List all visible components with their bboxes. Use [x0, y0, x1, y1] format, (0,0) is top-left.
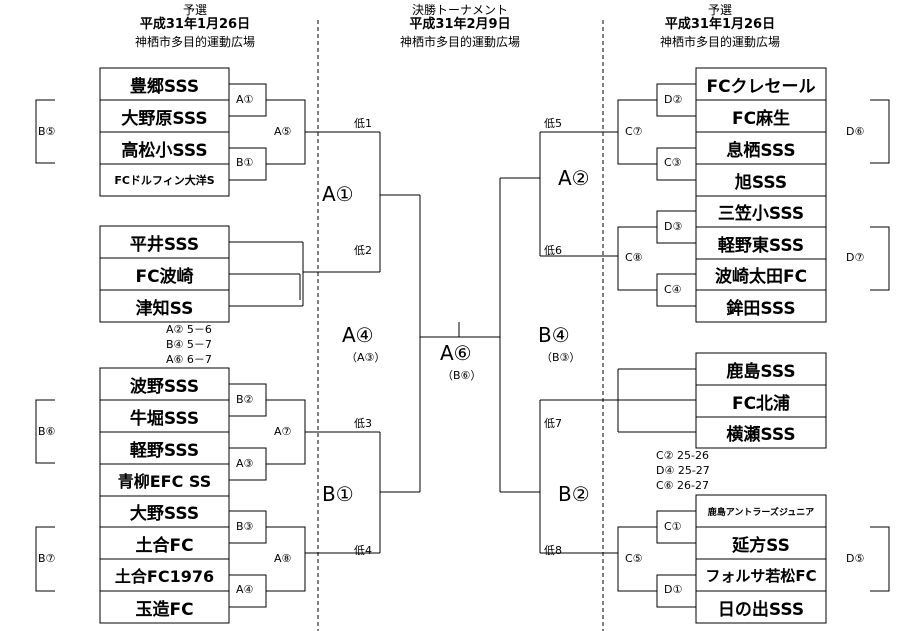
game-sub-label: （A③） [346, 351, 386, 364]
team-name: 大野SSS [129, 504, 200, 524]
team-name: 土合FC [135, 535, 194, 556]
match-label: D② [664, 93, 683, 106]
seed-label: 低3 [354, 417, 372, 430]
team-name: FC北浦 [731, 393, 791, 414]
match-label: A⑧ [274, 552, 292, 565]
round-robin-entry: C⑥ 26-27 [656, 479, 710, 492]
match-label: C④ [664, 283, 682, 296]
team-name: 大野原SSS [121, 108, 208, 129]
round-robin-entry: A⑥ 6－7 [166, 353, 212, 366]
seed-label: 低7 [544, 417, 562, 430]
match-label: D① [664, 583, 683, 596]
center-header-venue: 神栖市多目的運動広場 [399, 35, 520, 49]
match-label: B① [236, 156, 254, 169]
team-name: 軽野SSS [129, 440, 200, 461]
team-name: 高松小SSS [121, 140, 208, 161]
game-sub-label: （B③） [541, 351, 581, 364]
game-sub-label: （B⑥） [442, 369, 482, 382]
team-name: 青柳EFC SS [117, 472, 212, 491]
team-name: 牛堀SSS [129, 408, 200, 429]
team-name: 延方SS [732, 535, 790, 556]
team-name: 三笠小SSS [717, 204, 805, 224]
team-name: 軽野東SSS [717, 235, 805, 256]
team-name: FC波崎 [135, 266, 194, 287]
game-label: B② [558, 482, 590, 506]
match-label: A⑤ [274, 125, 292, 138]
team-name: 息栖SSS [726, 140, 796, 161]
game-label: A④ [342, 323, 374, 347]
match-label: B② [236, 393, 254, 406]
team-name: 旭SSS [734, 172, 788, 193]
team-name: 波崎太田FC [714, 267, 808, 287]
game-label: A⑥ [440, 341, 472, 365]
match-label: A③ [236, 457, 254, 470]
team-name: フォルサ若松FC [705, 566, 817, 585]
match-label: C① [664, 520, 682, 533]
side-ref: D⑦ [846, 251, 865, 264]
match-label: D③ [664, 220, 683, 233]
side-ref: B⑤ [38, 125, 56, 138]
team-name: 豊郷SSS [129, 76, 200, 97]
seed-label: 低6 [544, 244, 562, 257]
match-label: C⑧ [625, 251, 643, 264]
team-name: 波野SSS [129, 376, 200, 397]
seed-label: 低4 [354, 544, 372, 557]
team-name: 津知SS [135, 298, 194, 319]
right-header-venue: 神栖市多目的運動広場 [659, 35, 780, 49]
team-name: 鹿島SSS [726, 361, 796, 382]
match-label: C③ [664, 156, 682, 169]
match-label: A① [236, 93, 254, 106]
team-name: 平井SSS [129, 234, 200, 255]
team-name: 土合FC1976 [114, 567, 215, 586]
team-name: 鉾田SSS [726, 298, 796, 319]
team-name: FCクレセール [706, 76, 816, 97]
round-robin-entry: C② 25-26 [656, 449, 710, 462]
left-header-venue: 神栖市多目的運動広場 [134, 35, 255, 49]
side-ref: D⑥ [846, 125, 865, 138]
seed-label: 低1 [354, 117, 372, 130]
side-ref: B⑦ [38, 552, 56, 565]
seed-label: 低2 [354, 244, 372, 257]
round-robin-entry: B④ 5－7 [166, 338, 212, 351]
right-header-date: 平成31年1月26日 [664, 17, 776, 32]
seed-label: 低8 [544, 544, 562, 557]
match-label: A④ [236, 583, 254, 596]
side-ref: D⑤ [846, 552, 865, 565]
game-label: A① [322, 182, 354, 206]
team-name: FCドルフィン大洋S [114, 174, 215, 187]
team-name: 日の出SSS [717, 599, 805, 620]
match-label: C⑤ [625, 552, 643, 565]
team-name: 横瀬SSS [726, 425, 796, 445]
center-header-date: 平成31年2月9日 [409, 17, 511, 32]
round-robin-entry: D④ 25-27 [656, 464, 710, 477]
game-label: B④ [538, 323, 570, 347]
match-label: C⑦ [625, 125, 643, 138]
team-name: 鹿島アントラーズジュニア [707, 507, 815, 518]
match-label: B③ [236, 520, 254, 533]
team-name: FC麻生 [731, 108, 791, 129]
center-header-title: 決勝トーナメント [411, 3, 508, 17]
match-label: A⑦ [274, 425, 292, 438]
game-label: B① [322, 482, 354, 506]
team-name: 玉造FC [135, 599, 194, 620]
left-header-date: 平成31年1月26日 [139, 17, 251, 32]
right-header-title: 予選 [707, 3, 732, 17]
game-label: A② [558, 166, 590, 190]
round-robin-entry: A② 5－6 [166, 323, 212, 336]
seed-label: 低5 [544, 117, 562, 130]
side-ref: B⑥ [38, 425, 56, 438]
left-header-title: 予選 [182, 3, 207, 17]
